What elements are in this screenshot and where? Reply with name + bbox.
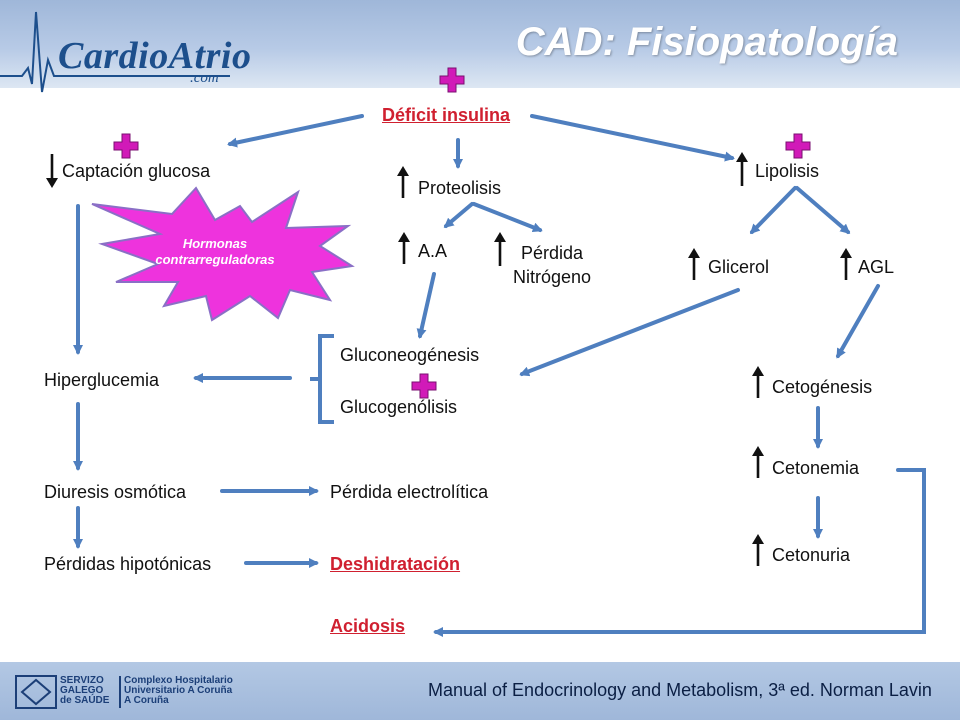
node-agl: AGL <box>858 257 895 277</box>
hormonas-label: Hormonas contrarreguladoras <box>140 236 290 268</box>
node-gluconeogenesis: Gluconeogénesis <box>340 345 480 365</box>
node-deficit-insulina: Déficit insulina <box>382 105 511 125</box>
sergas-line-1: SERVIZO <box>60 675 104 686</box>
up-arrow-icon <box>688 248 700 280</box>
chuac-text: Complexo Hospitalario Universitario A Co… <box>124 676 233 706</box>
arrow-glicerol-gluconeo <box>519 288 740 377</box>
footer-band <box>0 662 960 720</box>
chuac-line-1: Complexo Hospitalario <box>124 675 233 686</box>
arrow-deficit-lipolisis <box>530 114 735 162</box>
node-glucogenolisis: Glucogenólisis <box>340 397 458 417</box>
arrow-cetonemia-acidosis <box>433 468 926 637</box>
node-diuresis-osmotica: Diuresis osmótica <box>44 482 187 502</box>
down-arrow-icon <box>46 154 58 188</box>
arrow-lipolisis-glicerol <box>749 186 797 235</box>
header-band <box>0 0 960 88</box>
arrow-lipolisis-agl <box>795 186 851 234</box>
up-arrow-icon <box>752 446 764 478</box>
up-arrow-icon <box>840 248 852 280</box>
node-cetogenesis: Cetogénesis <box>772 377 873 397</box>
slide-title: CAD: Fisiopatología <box>515 20 898 64</box>
plus-icon <box>785 133 811 159</box>
bracket-icon <box>310 334 334 424</box>
node-perdida-electrolitica: Pérdida electrolítica <box>330 482 489 502</box>
node-cetonuria: Cetonuria <box>772 545 851 565</box>
up-arrow-icon <box>752 534 764 566</box>
arrow-aa-gluconeo <box>416 272 436 339</box>
node-perdida-nitrogeno: Pérdida Nitrógeno <box>500 241 604 289</box>
arrow-proteolisis-perdida <box>472 202 543 233</box>
hormonas-line-2: contrarreguladoras <box>155 252 275 267</box>
starburst-icon <box>91 186 355 322</box>
sergas-line-2: GALEGO <box>60 685 104 696</box>
arrow-agl-cetogenesis <box>836 284 880 359</box>
sergas-line-3: de SAÚDE <box>60 695 110 706</box>
chuac-line-3: A Coruña <box>124 695 169 706</box>
up-arrow-icon <box>736 152 748 186</box>
up-arrow-icon <box>397 166 409 198</box>
node-proteolisis: Proteolisis <box>418 178 502 198</box>
node-aa: A.A <box>418 241 448 261</box>
logo-cardioatrio: CardioAtrio <box>58 35 252 77</box>
node-glicerol: Glicerol <box>708 257 770 277</box>
plus-icon <box>411 373 437 399</box>
node-acidosis: Acidosis <box>330 616 406 636</box>
chuac-line-2: Universitario A Coruña <box>124 685 233 696</box>
up-arrow-icon <box>752 366 764 398</box>
arrow-deficit-captacion <box>227 114 364 148</box>
sergas-text: SERVIZO GALEGO de SAÚDE <box>60 676 109 706</box>
logo-separator <box>119 676 121 708</box>
node-perdidas-hipotonicas: Pérdidas hipotónicas <box>44 554 212 574</box>
perdida-line-1: Pérdida <box>520 243 584 263</box>
up-arrow-icon <box>398 232 410 264</box>
plus-icon <box>439 67 465 93</box>
logo-suffix: .com <box>190 70 219 86</box>
node-captacion-glucosa: Captación glucosa <box>62 161 211 181</box>
up-arrow-icon <box>494 232 506 266</box>
node-lipolisis: Lipolisis <box>755 161 820 181</box>
node-hiperglucemia: Hiperglucemia <box>44 370 160 390</box>
plus-icon <box>113 133 139 159</box>
node-cetonemia: Cetonemia <box>772 458 860 478</box>
node-deshidratacion: Deshidratación <box>330 554 461 574</box>
hormonas-line-1: Hormonas <box>182 236 248 251</box>
arrow-proteolisis-aa <box>443 202 474 228</box>
footer-citation: Manual of Endocrinology and Metabolism, … <box>428 680 932 700</box>
perdida-line-2: Nitrógeno <box>512 267 592 287</box>
